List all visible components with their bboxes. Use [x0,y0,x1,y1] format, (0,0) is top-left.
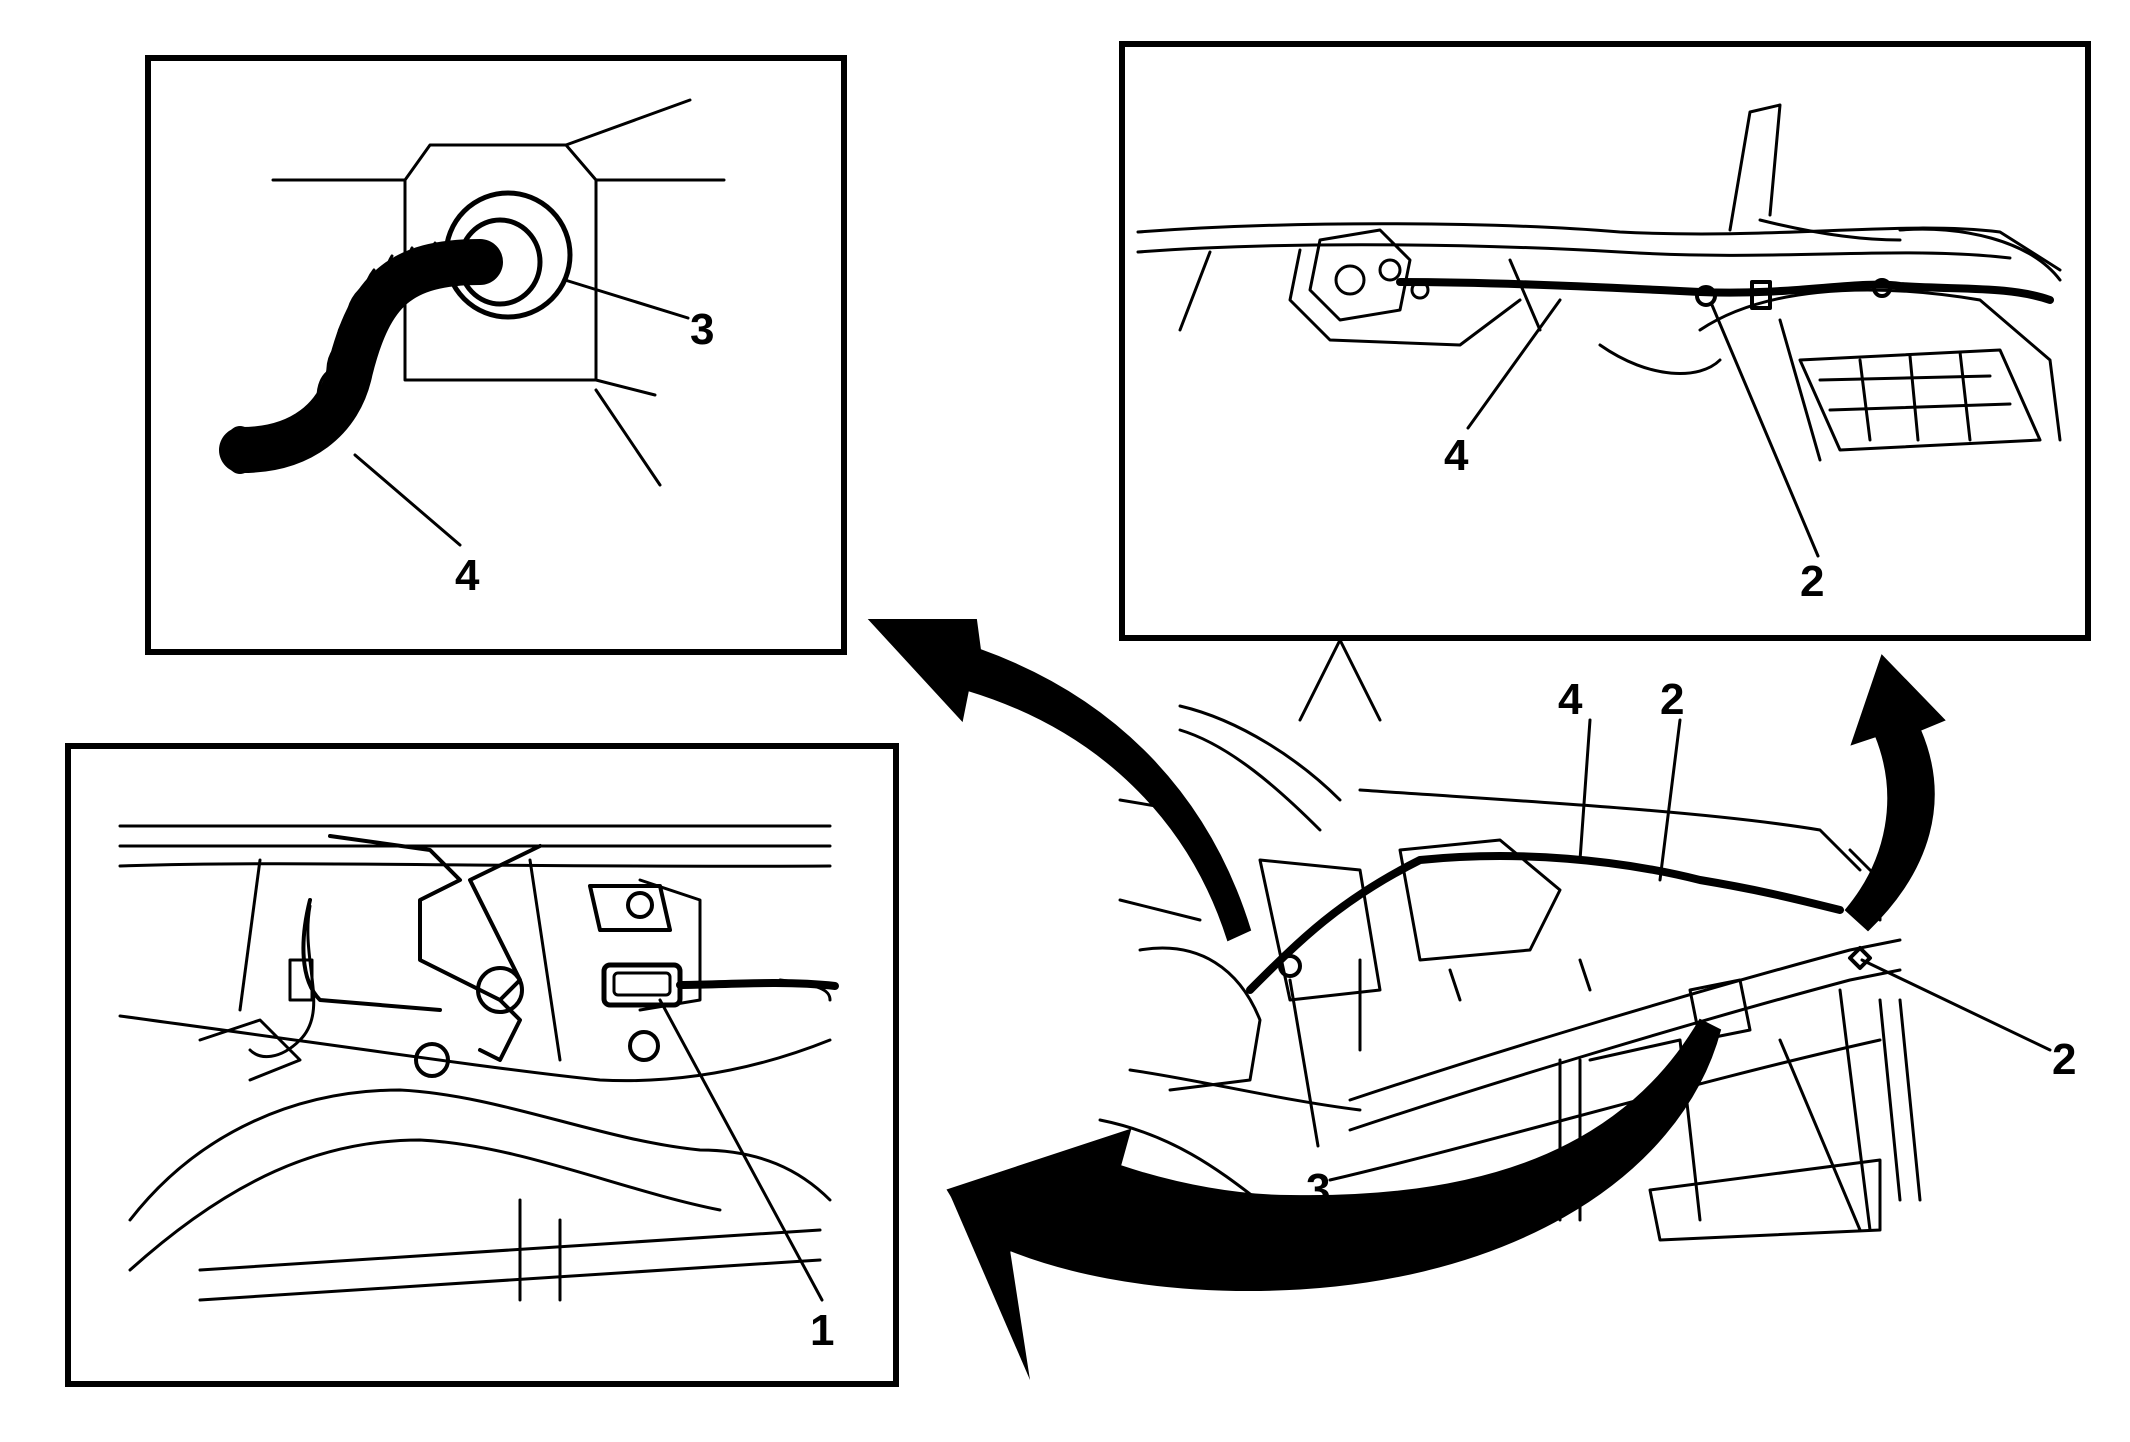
callout-2: 2 [1660,675,1684,724]
arrow-to-top-right-inset [1844,654,1946,932]
callout-3: 3 [690,305,714,354]
harness-clips [1695,278,1892,310]
radiator-support-lines [118,824,832,1302]
inset-grommet-detail: 3 4 [145,55,847,655]
wiring-harness [1396,278,2054,304]
inset-frame [1119,41,2091,641]
callout-4: 4 [1558,675,1583,724]
callout-2: 2 [2052,1035,2076,1084]
wiring-harness [1246,852,1844,994]
body-panel-lines [271,98,726,487]
wiring-harness-conduit [219,239,503,474]
sensor-wire [248,904,316,1059]
callout-2: 2 [1800,557,1824,606]
inset-harness-route: 4 2 [1119,41,2091,641]
inset-frame [145,55,847,655]
vehicle-structure-lines [1136,103,2062,462]
callout-4: 4 [455,551,480,600]
harness-clip [1278,946,1872,978]
inset-connector-detail: 1 [65,743,899,1387]
front-structure-lines [1098,638,1922,1242]
arrow-to-top-left-inset [867,619,1252,942]
callout-4: 4 [1444,431,1469,480]
latch-bracket [301,834,672,1078]
electrical-connector [601,962,839,1008]
hood-latch [1308,228,1430,322]
callout-1: 1 [810,1306,834,1355]
arrow-to-bottom-left-inset [946,1018,1722,1380]
